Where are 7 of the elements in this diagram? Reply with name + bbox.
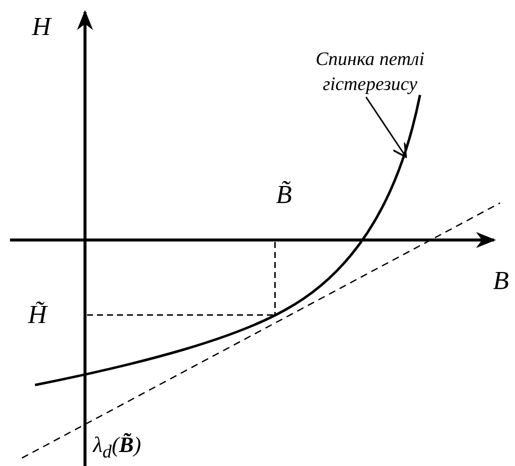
annotation-text: Спинка петлі гістерезису [285, 48, 455, 98]
formula-label: λ$_{d}$(B̃) [93, 434, 142, 461]
tick-label: H̃ [28, 302, 47, 328]
tick-label: B̃ [276, 182, 292, 208]
axis-label: H [32, 14, 51, 40]
leader-line [365, 96, 407, 158]
axis-label: B [493, 268, 509, 294]
